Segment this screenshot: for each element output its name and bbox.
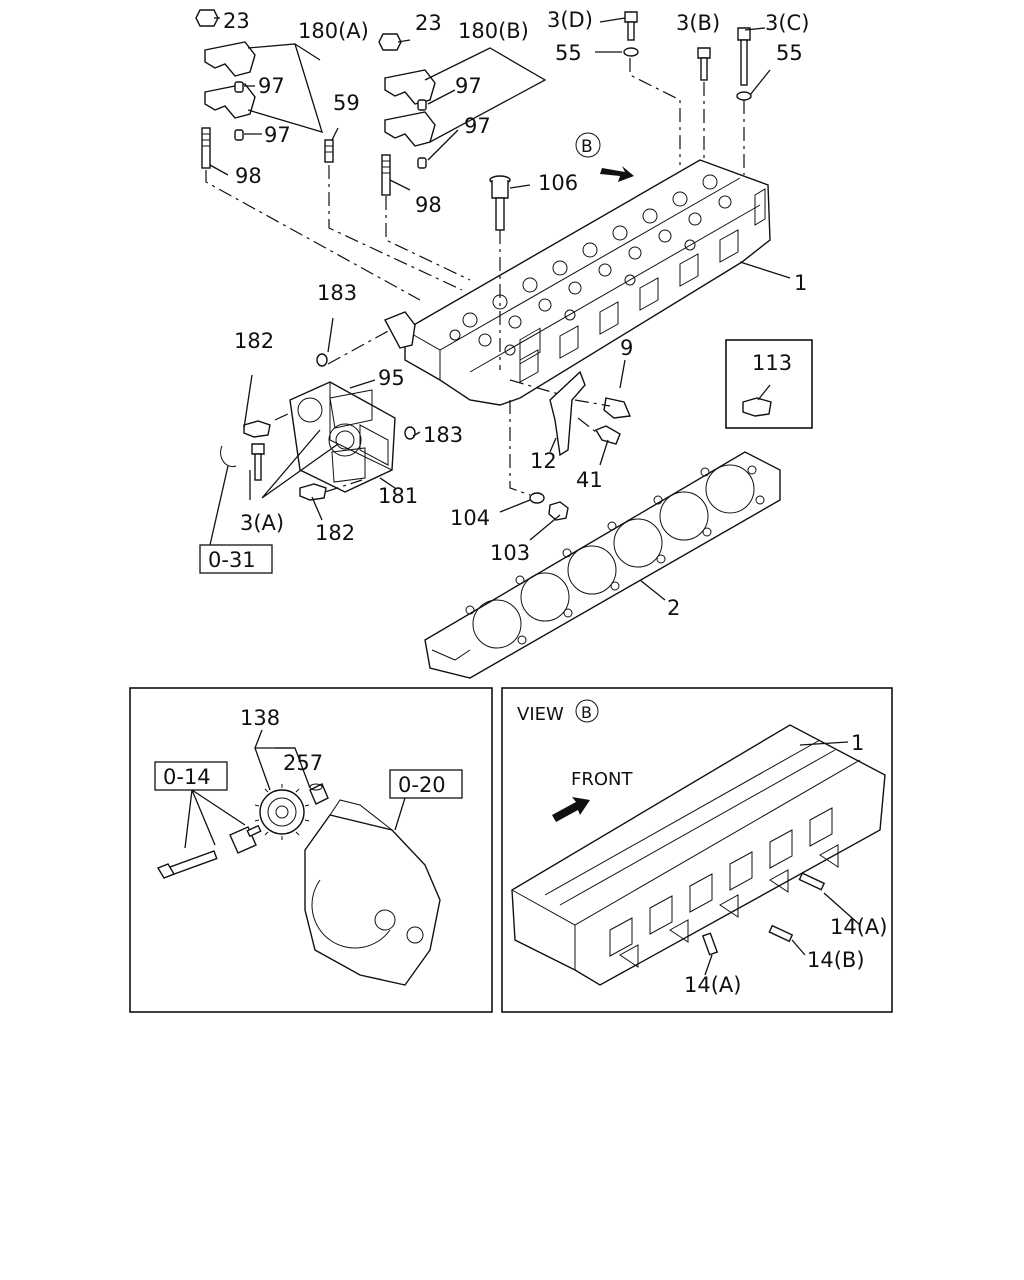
label-front: FRONT [571,769,633,790]
label-3a: 3(A) [240,511,284,535]
label-113: 113 [752,351,792,375]
label-14a-1: 14(A) [830,915,887,939]
ref-0-31[interactable]: 0-31 [208,548,256,572]
view-b-labels: VIEW B 1 FRONT 14(A) 14(B) 14(A) [517,703,887,997]
label-98-b: 98 [415,193,442,217]
label-183-a: 183 [317,281,357,305]
label-1: 1 [794,271,807,295]
label-182-b: 182 [315,521,355,545]
label-97-c: 97 [455,74,482,98]
label-55-b: 55 [776,41,803,65]
label-181: 181 [378,484,418,508]
label-182-a: 182 [234,329,274,353]
label-97-d: 97 [464,114,491,138]
label-97-a: 97 [258,74,285,98]
label-14a-2: 14(A) [684,973,741,997]
label-59: 59 [333,91,360,115]
label-41: 41 [576,468,603,492]
label-103: 103 [490,541,530,565]
label-3d: 3(D) [547,8,593,32]
label-106: 106 [538,171,578,195]
label-view-b: B [581,703,592,722]
label-23-b: 23 [415,11,442,35]
label-2: 2 [667,596,680,620]
ref-0-14[interactable]: 0-14 [163,765,211,789]
label-183-b: 183 [423,423,463,447]
label-180b: 180(B) [458,19,529,43]
label-3b: 3(B) [676,11,720,35]
label-180a: 180(A) [298,19,369,43]
label-view: VIEW [517,704,564,725]
view-b-panel [501,687,893,1013]
label-257: 257 [283,751,323,775]
timing-gear-panel [129,687,493,1013]
timing-gear-labels: 138 257 0-14 0-20 [163,706,446,797]
label-14b: 14(B) [807,948,865,972]
label-23-a: 23 [223,9,250,33]
label-3c: 3(C) [765,11,809,35]
label-98-a: 98 [235,164,262,188]
label-95: 95 [378,366,405,390]
label-view-b-marker: B [581,137,593,157]
label-1-view-b: 1 [851,731,864,755]
label-55-a: 55 [555,41,582,65]
label-138: 138 [240,706,280,730]
callout-labels: 23 180(A) 97 97 98 59 23 180(B) 97 97 98… [208,8,809,620]
label-104: 104 [450,506,490,530]
label-97-b: 97 [264,123,291,147]
label-12: 12 [530,449,557,473]
cylinder-head-assembly [195,9,813,679]
label-9: 9 [620,336,633,360]
ref-0-20[interactable]: 0-20 [398,773,446,797]
